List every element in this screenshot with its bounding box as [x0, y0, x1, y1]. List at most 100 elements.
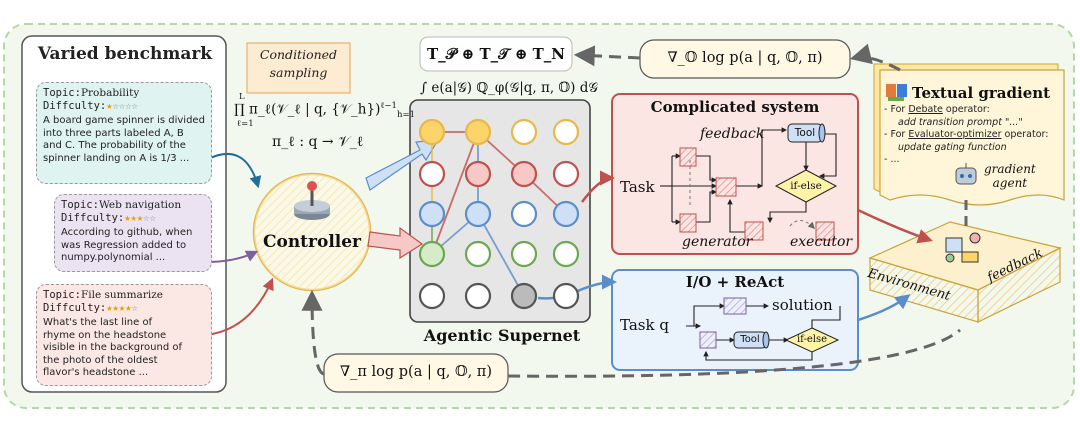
arrow-gradient-to-grad-o	[849, 43, 901, 72]
star-filled-icon: ★	[106, 100, 113, 112]
star-empty-icon: ☆	[149, 212, 156, 224]
card-difficulty: Diffculty:★★★★☆	[43, 302, 205, 315]
grad-pi-formula: ∇_π log p(a | q, 𝕆, π)	[340, 364, 492, 380]
card-question-line: into three parts labeled A, B	[43, 127, 184, 139]
card-difficulty: Diffculty:★★★☆☆	[61, 212, 205, 225]
io-react-title: I/O + ReAct	[685, 273, 785, 291]
supernet-graph	[418, 118, 580, 310]
supernet-node	[510, 160, 538, 188]
star-filled-icon: ★	[136, 212, 144, 224]
supernet-node	[552, 118, 580, 146]
textual-gradient-line: - For Debate operator:	[884, 104, 1062, 117]
arrow-card3-controller	[205, 277, 274, 336]
card-question-line: and C. The probability of the	[43, 140, 186, 151]
star-empty-icon: ☆	[131, 100, 138, 112]
supernet-node	[418, 118, 446, 146]
gradient-agent-line1: gradient	[984, 162, 1036, 176]
card-question-line: the photo of the oldest	[43, 354, 158, 366]
grad-o-formula: ∇_𝕆 log p(a | q, 𝕆, π)	[667, 50, 823, 66]
star-empty-icon: ☆	[131, 302, 138, 314]
joystick-icon	[294, 181, 330, 220]
arrow-supernet-react	[537, 274, 617, 300]
supernet-node	[418, 160, 446, 188]
card-question-line: According to github, when	[61, 227, 193, 238]
textual-gradient-line: update gating function	[884, 142, 1062, 155]
gradient-agent-line2: agent	[992, 176, 1028, 190]
arrow-supernet-complicated	[581, 170, 615, 203]
card-question-line: visible in the background of	[43, 342, 182, 353]
react-op-block-2	[699, 331, 717, 349]
star-filled-icon: ★	[106, 302, 113, 314]
tg-operator: Evaluator-optimizer	[908, 129, 1002, 140]
ops-formula: T_𝒫 ⊕ T_𝒯 ⊕ T_N	[426, 45, 566, 63]
textual-gradient-line: - ...	[884, 154, 1062, 167]
supernet-node	[464, 118, 492, 146]
difficulty-label: Diffculty:	[43, 100, 107, 112]
generator-label: generator	[682, 234, 753, 250]
supernet-node	[464, 282, 492, 310]
textual-gradient-page	[879, 69, 1065, 206]
arrow-env-to-grad-pi	[507, 328, 961, 378]
star-filled-icon: ★	[124, 212, 131, 224]
difficulty-label: Diffculty:	[61, 212, 125, 224]
tg-suffix: operator:	[942, 104, 990, 115]
conditioned-line2: sampling	[269, 65, 328, 80]
ifelse-label-complicated: if-else	[790, 180, 822, 192]
gradient-agent-label: gradient agent	[984, 162, 1036, 190]
product-formula-sup: L	[239, 92, 245, 102]
tg-line-text: update gating function	[898, 141, 1007, 153]
tg-operator: Debate	[908, 104, 943, 115]
robot-icon	[955, 163, 977, 185]
textual-gradient-line: add transition prompt "..."	[884, 117, 1062, 130]
card-question-line: flavor's headstone ...	[43, 367, 149, 378]
topic-value: File summarize	[80, 289, 163, 301]
card-topic: Topic:File summarize	[43, 289, 205, 302]
product-formula-hsub: h=1	[396, 110, 415, 121]
task-label-react: Task q	[620, 316, 669, 334]
star-filled-icon: ★	[112, 302, 119, 314]
tool-cylinder-react	[733, 331, 770, 349]
difficulty-label: Diffculty:	[43, 302, 107, 314]
card-question-line: numpy.polynomial ...	[61, 252, 166, 263]
supernet-node	[510, 118, 538, 146]
gradient-book-icon	[886, 84, 907, 101]
supernet-node	[510, 282, 538, 310]
difficulty-stars: ★★★☆☆	[124, 212, 156, 224]
topic-label: Topic:	[43, 289, 81, 301]
tg-prefix: - For	[884, 129, 909, 140]
supernet-node	[464, 160, 492, 188]
operator-blocks-complicated	[679, 147, 835, 241]
arrow-card1-controller	[205, 153, 262, 189]
star-filled-icon: ★	[130, 212, 137, 224]
controller-label: Controller	[262, 232, 362, 252]
ifelse-diamond-react	[784, 327, 840, 353]
arrow-complicated-env	[857, 208, 933, 244]
arrow-react-env	[857, 294, 911, 322]
topic-label: Topic:	[43, 87, 81, 99]
card-question-line: rhyme on the headstone	[43, 329, 167, 341]
tool-cylinder-complicated	[787, 123, 826, 143]
supernet-node	[552, 282, 580, 310]
ops-box	[419, 36, 573, 72]
supernet-node	[418, 282, 446, 310]
supernet-edge	[477, 213, 525, 297]
task-label-complicated: Task	[620, 178, 655, 196]
topic-label: Topic:	[61, 199, 99, 211]
product-formula-sub: ℓ=1	[237, 119, 254, 129]
feedback-label: feedback	[700, 126, 765, 142]
difficulty-stars: ★☆☆☆☆	[106, 100, 138, 112]
card-question-line: What's the last line of	[43, 317, 153, 328]
tg-line-text: add transition prompt "..."	[898, 116, 1023, 128]
supernet-node	[552, 160, 580, 188]
star-filled-icon: ★	[118, 302, 126, 314]
difficulty-stars: ★★★★☆	[106, 302, 138, 314]
executor-dashed-link	[789, 220, 815, 229]
textual-gradient-line: - For Evaluator-optimizer operator:	[884, 129, 1062, 142]
product-formula: ∏ π_ℓ(𝒱_ℓ | q, {𝒱_h})ℓ−1h=1	[234, 100, 415, 120]
tg-suffix: operator:	[1001, 129, 1049, 140]
product-formula-hsup: ℓ−1	[380, 101, 397, 111]
